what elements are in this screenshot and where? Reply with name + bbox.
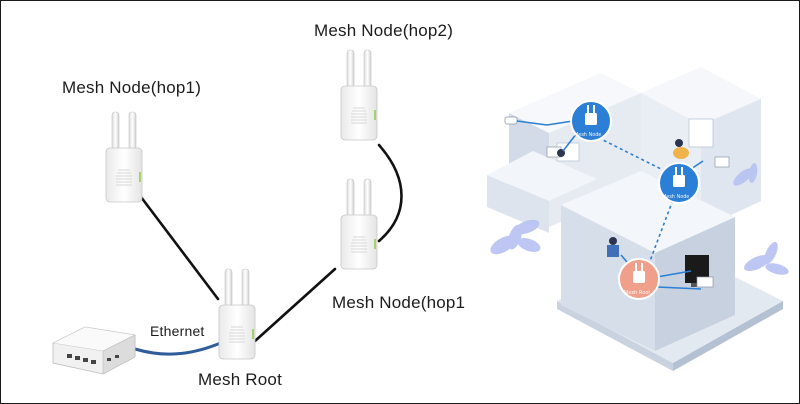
router-device — [52, 326, 136, 375]
badge-mesh-node-right — [658, 162, 700, 204]
link-root-to-hop1-right — [253, 267, 337, 343]
badge-text-root: Mesh Root — [624, 290, 650, 296]
mesh-links — [139, 143, 403, 343]
label-mesh-node-hop2: Mesh Node(hop2) — [314, 21, 454, 40]
badge-mesh-node-top — [570, 100, 612, 142]
access-point-hop1-right — [340, 178, 378, 270]
label-ethernet: Ethernet — [150, 323, 205, 339]
badge-mesh-root — [618, 258, 660, 300]
badge-text-node-top: Mesh Node — [574, 132, 602, 138]
link-hop1-right-to-hop2 — [377, 143, 403, 243]
access-point-hop2 — [340, 49, 378, 141]
access-point-root — [218, 268, 256, 360]
link-hop1-left-to-root — [139, 195, 220, 301]
label-mesh-node-hop1-left: Mesh Node(hop1) — [62, 78, 202, 97]
ethernet-cable — [133, 340, 225, 356]
access-point-hop1-left — [105, 111, 143, 203]
badge-text-node-right: Mesh Node — [662, 194, 690, 200]
label-mesh-node-hop1-right: Mesh Node(hop1 — [332, 293, 466, 312]
label-mesh-root: Mesh Root — [198, 370, 283, 389]
house-illustration — [487, 67, 789, 371]
